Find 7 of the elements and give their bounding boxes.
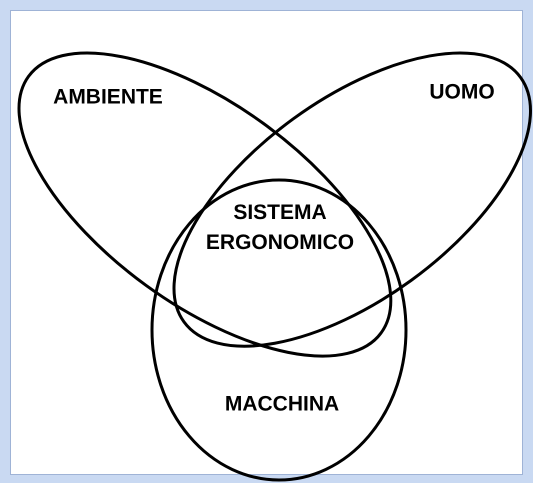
intersection-label: SISTEMA ERGONOMICO <box>204 200 356 256</box>
set-label: MACCHINA <box>224 391 340 418</box>
venn-ellipse <box>150 178 408 482</box>
venn-ellipse <box>17 51 393 359</box>
set-label: AMBIENTE <box>53 84 163 110</box>
set-label: UOMO <box>429 79 495 106</box>
venn-ellipse <box>172 51 532 349</box>
